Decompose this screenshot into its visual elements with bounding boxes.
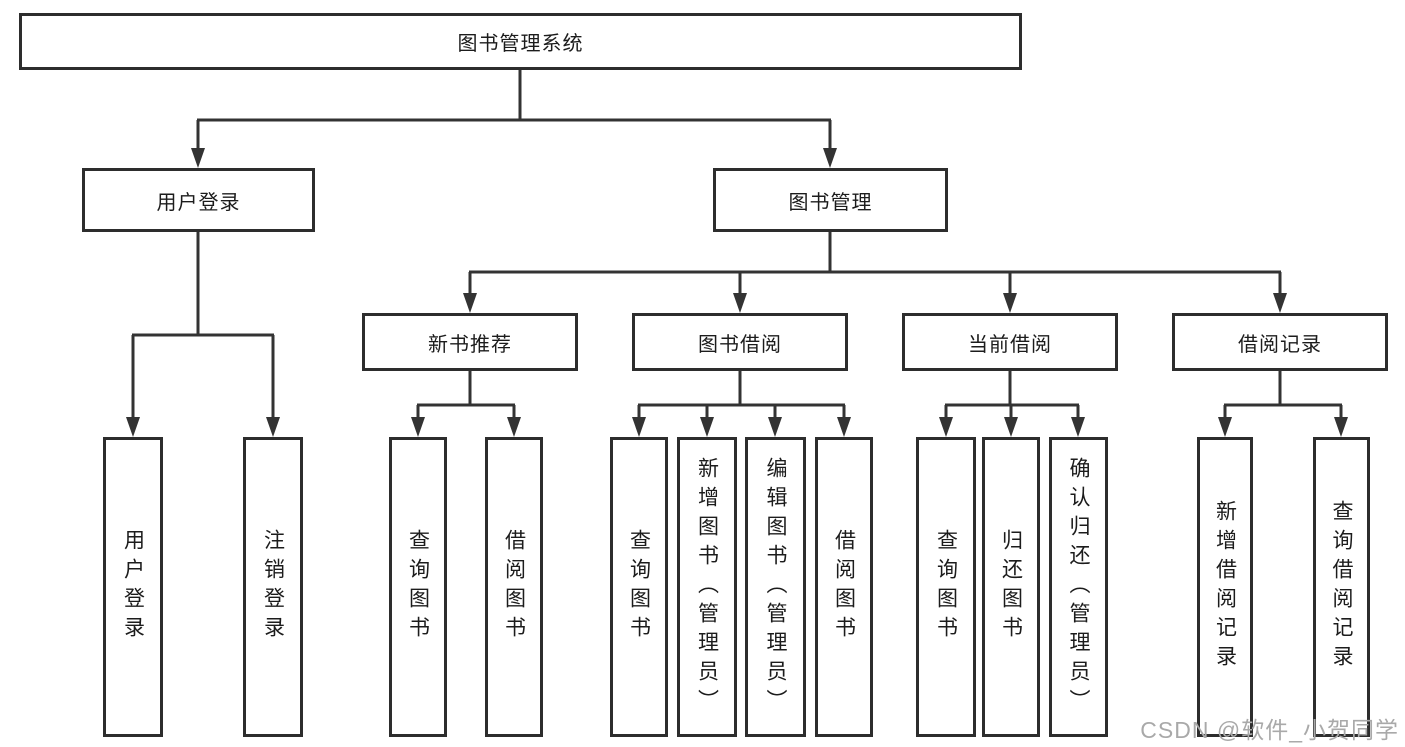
leaf-edit-books-admin: 编辑图书（管理员） xyxy=(745,437,806,737)
edge-book-borrow-to-leaves xyxy=(637,371,846,418)
leaf-query-books-current: 查询图书 xyxy=(916,437,976,737)
csdn-watermark: CSDN @软件_小贺同学 xyxy=(1140,717,1399,743)
leaf-label: 查询图书 xyxy=(406,529,430,645)
arrowhead-icon xyxy=(823,148,837,168)
arrowhead-icon xyxy=(191,148,205,168)
arrowhead-icon xyxy=(1334,417,1348,437)
node-book-management: 图书管理 xyxy=(713,168,948,232)
leaf-confirm-return-admin: 确认归还（管理员） xyxy=(1049,437,1108,737)
leaf-label: 查询借阅记录 xyxy=(1330,500,1354,674)
arrowhead-icon xyxy=(733,293,747,313)
arrowhead-icon xyxy=(1071,417,1085,437)
leaf-label: 用户登录 xyxy=(121,529,145,645)
leaf-label: 确认归还（管理员） xyxy=(1067,456,1091,718)
arrowhead-icon xyxy=(700,417,714,437)
leaf-query-books-borrow: 查询图书 xyxy=(610,437,668,737)
leaf-logout: 注销登录 xyxy=(243,437,303,737)
edge-user-login-to-leaves xyxy=(131,232,275,418)
leaf-return-books: 归还图书 xyxy=(982,437,1040,737)
edge-current-borrow-to-leaves xyxy=(944,371,1080,418)
node-user-login: 用户登录 xyxy=(82,168,315,232)
leaf-label: 新增图书（管理员） xyxy=(695,456,719,718)
arrowhead-icon xyxy=(939,417,953,437)
arrowhead-icon xyxy=(768,417,782,437)
edge-new-book-recommend-to-leaves xyxy=(416,371,516,418)
leaf-label: 借阅图书 xyxy=(502,529,526,645)
leaf-label: 注销登录 xyxy=(261,529,285,645)
leaf-user-login: 用户登录 xyxy=(103,437,163,737)
arrowhead-icon xyxy=(1218,417,1232,437)
leaf-label: 编辑图书（管理员） xyxy=(764,456,788,718)
leaf-add-borrow-record: 新增借阅记录 xyxy=(1197,437,1253,737)
arrowhead-icon xyxy=(1273,293,1287,313)
leaf-label: 查询图书 xyxy=(934,529,958,645)
leaf-query-books-recommend: 查询图书 xyxy=(389,437,447,737)
node-borrow-records: 借阅记录 xyxy=(1172,313,1388,371)
arrowhead-icon xyxy=(411,417,425,437)
leaf-label: 新增借阅记录 xyxy=(1213,500,1237,674)
arrowhead-icon xyxy=(837,417,851,437)
arrowhead-icon xyxy=(632,417,646,437)
node-new-book-recommend: 新书推荐 xyxy=(362,313,578,371)
arrowhead-icon xyxy=(463,293,477,313)
node-current-borrow: 当前借阅 xyxy=(902,313,1118,371)
leaf-label: 借阅图书 xyxy=(832,529,856,645)
edge-borrow-records-to-leaves xyxy=(1223,371,1343,418)
node-book-borrow: 图书借阅 xyxy=(632,313,848,371)
edge-root-to-level2 xyxy=(196,70,832,149)
edge-book-management-to-level3 xyxy=(468,232,1282,294)
arrowhead-icon xyxy=(507,417,521,437)
leaf-borrow-books: 借阅图书 xyxy=(815,437,873,737)
arrowhead-icon xyxy=(126,417,140,437)
arrowhead-icon xyxy=(1004,417,1018,437)
leaf-label: 查询图书 xyxy=(627,529,651,645)
leaf-add-books-admin: 新增图书（管理员） xyxy=(677,437,737,737)
leaf-borrow-books-recommend: 借阅图书 xyxy=(485,437,543,737)
leaf-label: 归还图书 xyxy=(999,529,1023,645)
leaf-query-borrow-record: 查询借阅记录 xyxy=(1313,437,1370,737)
arrowhead-icon xyxy=(266,417,280,437)
node-root-library-management-system: 图书管理系统 xyxy=(19,13,1022,70)
arrowhead-icon xyxy=(1003,293,1017,313)
